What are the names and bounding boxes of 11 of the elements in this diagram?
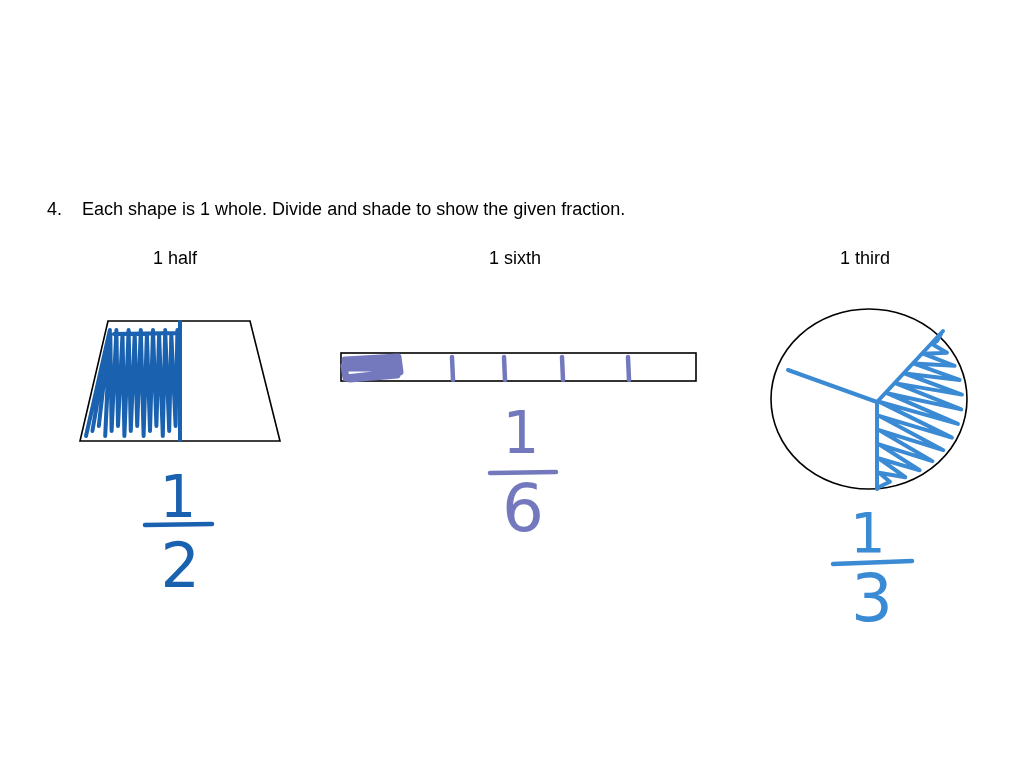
fraction-name: 1 third xyxy=(840,249,891,267)
fraction-denominator: 6 xyxy=(502,476,544,542)
question-text: Each shape is 1 whole. Divide and shade to show the given fraction. xyxy=(82,200,626,218)
fraction-denominator: 2 xyxy=(160,535,200,597)
fraction-name: 1 sixth xyxy=(489,249,542,267)
fraction-name: 1 half xyxy=(153,249,198,267)
question-number: 4. xyxy=(47,200,62,218)
fraction-denominator: 3 xyxy=(851,566,893,632)
fraction-numerator: 1 xyxy=(159,468,197,526)
fraction-numerator: 1 xyxy=(850,505,886,561)
fraction-numerator: 1 xyxy=(502,404,540,462)
